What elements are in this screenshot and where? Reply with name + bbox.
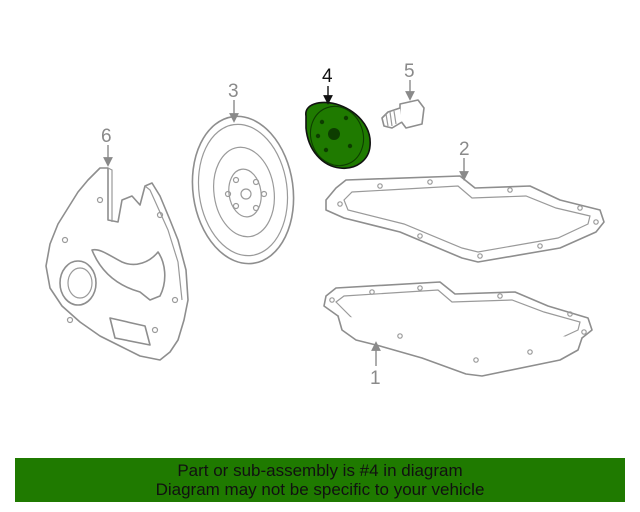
callout-6: 6 (101, 126, 112, 147)
callout-5: 5 (404, 61, 415, 82)
part-2-pan-gasket (325, 175, 605, 263)
part-1-oil-pan (323, 281, 593, 377)
callout-4: 4 (322, 66, 333, 87)
notice-banner: Part or sub-assembly is #4 in diagram Di… (15, 458, 625, 502)
banner-line-1: Part or sub-assembly is #4 in diagram (177, 461, 463, 480)
callout-3: 3 (228, 81, 239, 102)
part-6-back-plate (45, 167, 189, 361)
callout-1: 1 (370, 368, 381, 389)
banner-line-2: Diagram may not be specific to your vehi… (155, 480, 485, 499)
part-5-bolt (381, 99, 425, 129)
parts-diagram: 6 3 4 5 2 1 (45, 61, 605, 389)
part-4-spacer (305, 101, 371, 170)
part-3-flexplate (191, 115, 295, 265)
callout-2: 2 (459, 139, 470, 160)
